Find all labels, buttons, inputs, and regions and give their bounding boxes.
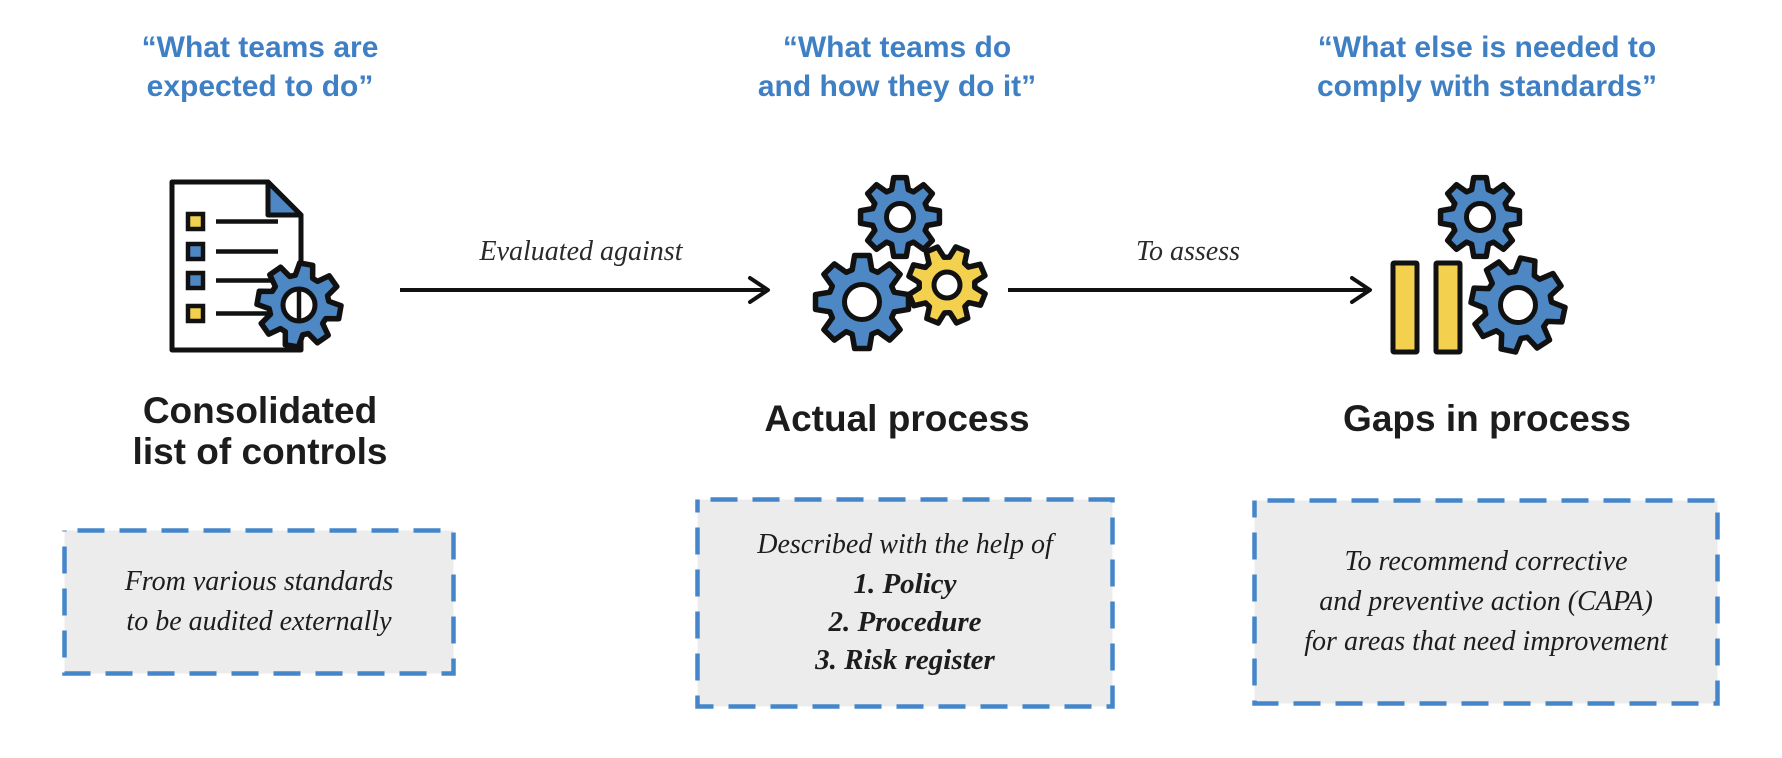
note-item-procedure: 2. Procedure <box>828 606 982 638</box>
gear-hole <box>1498 285 1538 325</box>
note-item-policy: 1. Policy <box>853 568 957 600</box>
note-text: From various standards to be audited ext… <box>124 566 394 637</box>
title-gaps-in-process: Gaps in process <box>1343 398 1631 439</box>
gear-hole <box>884 201 916 233</box>
note-box-standards: From various standards to be audited ext… <box>62 528 456 676</box>
title-consolidated-list-of-controls: Consolidated list of controls <box>132 390 388 472</box>
note-box-described-with: Described with the help of 1. Policy 2. … <box>695 497 1115 709</box>
gear-hole <box>1464 201 1496 233</box>
quote-expected-to-do: “What teams are expected to do” <box>141 31 379 103</box>
gear-hole <box>931 269 963 301</box>
title-actual-process: Actual process <box>764 398 1030 439</box>
document-fold <box>265 179 304 218</box>
note-item-risk-register: 3. Risk register <box>815 644 995 676</box>
document-checklist-gear-icon <box>169 179 348 360</box>
arrow-head <box>748 276 770 304</box>
checkbox-yellow <box>185 303 206 324</box>
gear-hole <box>842 282 882 322</box>
arrow-head <box>1350 276 1372 304</box>
dashed-border <box>695 497 1115 709</box>
quote-comply-with-standards: “What else is needed to comply with stan… <box>1316 31 1658 103</box>
checkbox-blue <box>185 270 206 291</box>
checkbox-blue <box>185 241 206 262</box>
checkbox-yellow <box>185 211 206 232</box>
pause-bars-and-gears-icon <box>1390 162 1578 357</box>
right-arrow-icon <box>1008 276 1372 304</box>
three-gears-icon <box>805 160 1005 360</box>
arrow-label-evaluated-against: Evaluated against <box>479 236 683 267</box>
pause-bar <box>1433 260 1463 355</box>
note-box-capa: To recommend corrective and preventive a… <box>1252 498 1720 706</box>
quote-what-teams-do: “What teams do and how they do it” <box>757 31 1037 103</box>
arrow-label-to-assess: To assess <box>1135 236 1240 267</box>
right-arrow-icon <box>400 276 770 304</box>
dashed-border <box>1252 498 1720 706</box>
dashed-border <box>62 528 456 676</box>
note-text: To recommend corrective and preventive a… <box>1304 546 1668 657</box>
note-text: Described with the help of 1. Policy 2. … <box>695 497 1115 709</box>
pause-bar <box>1390 260 1420 355</box>
note-intro: Described with the help of <box>757 529 1053 560</box>
